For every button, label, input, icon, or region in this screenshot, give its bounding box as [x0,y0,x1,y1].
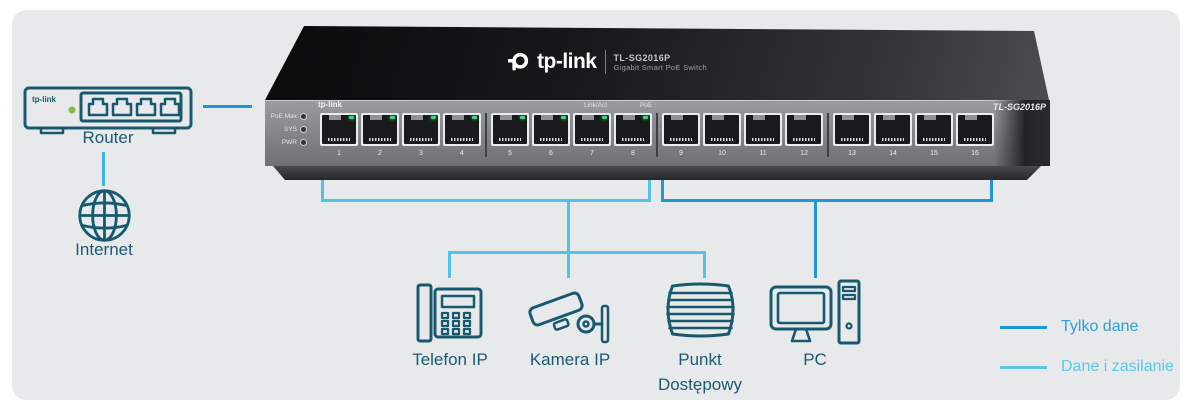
port-link-led [472,116,477,119]
poe-distributor [448,251,706,254]
router-brand-label: tp-link [32,95,57,104]
legend-line-data-only [1000,326,1047,329]
switch-port-10: 10 [703,113,741,157]
led-label-poemax: PoE Max [270,113,297,120]
switch-port-4: 4 [443,113,481,157]
cable-router-to-switch [203,105,252,108]
port-link-led [431,116,436,119]
poe-max-led [300,113,307,120]
switch-port-6: 6 [532,113,570,157]
led-row-pwr: PWR [266,139,310,146]
legend-label-data-only: Tylko dane [1061,318,1139,335]
led-row-sys: SYS [266,126,310,133]
switch-front-brand: tp-link [318,100,342,109]
port-link-led [561,116,566,119]
internet-label: Internet [75,240,133,259]
switch-port-13: 13 [833,113,871,157]
router-port-icon [111,97,133,117]
data-bracket-left-stub [661,180,664,201]
router-port-icon [159,97,181,117]
kamera-ip-icon [528,291,610,344]
router-port-icon [135,97,157,117]
port-link-led [643,116,648,119]
switch-port-15: 15 [915,113,953,157]
switch-port-12: 12 [785,113,823,157]
data-drop-pc [814,199,817,278]
kamera-ip-label: Kamera IP [529,350,611,369]
switch-port-7: 7 [573,113,611,157]
switch-led-block: PoE Max SYS PWR [266,113,310,152]
punkt-dostepowy-icon [666,282,735,338]
data-bracket-top [661,199,993,202]
switch-port-1: 1 [320,113,358,157]
led-label-sys: SYS [283,126,297,133]
legend-line-data-power [1000,366,1047,369]
poe-bracket-trunk [567,199,570,254]
switch-front-model: TL-SG2016P [992,102,1046,112]
switch-endcap [994,100,1050,166]
tp-link-logo-icon [508,52,529,70]
switch-port-8: 8 [614,113,652,157]
switch-bottom-lip [273,166,1041,180]
cable-router-to-internet [102,152,105,186]
legend-label-data-power: Dane i zasilanie [1061,358,1174,375]
punkt-dostepowy-label-line1: Punkt [678,350,722,369]
pwr-led [300,139,307,146]
divider [604,50,606,74]
punkt-dostepowy-label-line2: Dostępowy [657,375,743,394]
switch-port-11: 11 [744,113,782,157]
router-icon: tp-link [23,86,193,135]
switch-top-face: tp-link TL-SG2016P Gigabit Smart PoE Swi… [265,26,1049,100]
switch-port-14: 14 [874,113,912,157]
switch-port-9: 9 [662,113,700,157]
poe-bracket-left-stub [321,180,324,201]
switch-port-5: 5 [491,113,529,157]
switch-top-subtitle: Gigabit Smart PoE Switch [613,62,707,72]
internet-globe-icon [78,189,131,242]
switch-device: tp-link TL-SG2016P Gigabit Smart PoE Swi… [262,14,1052,182]
switch-top-model: TL-SG2016P [613,52,671,63]
led-row-poemax: PoE Max [266,113,310,120]
router-label: Router [82,128,134,147]
poe-drop-ap [703,251,706,278]
port-link-led [602,116,607,119]
poe-drop-kamera [567,251,570,278]
telefon-ip-icon [416,283,483,343]
switch-port-2: 2 [361,113,399,157]
poe-bracket-right-stub [648,180,651,201]
port-link-led [520,116,525,119]
port-header-poe: PoE [640,102,653,109]
port-link-led [349,116,354,119]
switch-port-3: 3 [402,113,440,157]
pc-icon [769,279,861,345]
port-link-led [390,116,395,119]
router-port-icon [87,97,109,117]
data-bracket-right-stub [990,180,993,201]
switch-port-16: 16 [956,113,994,157]
router-led [68,106,76,114]
poe-bracket-top [321,199,651,202]
pc-label: PC [803,350,827,369]
led-label-pwr: PWR [281,139,297,146]
telefon-ip-label: Telefon IP [412,350,488,369]
switch-top-brand: tp-link [537,50,597,73]
poe-drop-telefon [448,251,451,278]
sys-led [300,126,307,133]
port-header-linkact: Link/Act [584,102,608,109]
